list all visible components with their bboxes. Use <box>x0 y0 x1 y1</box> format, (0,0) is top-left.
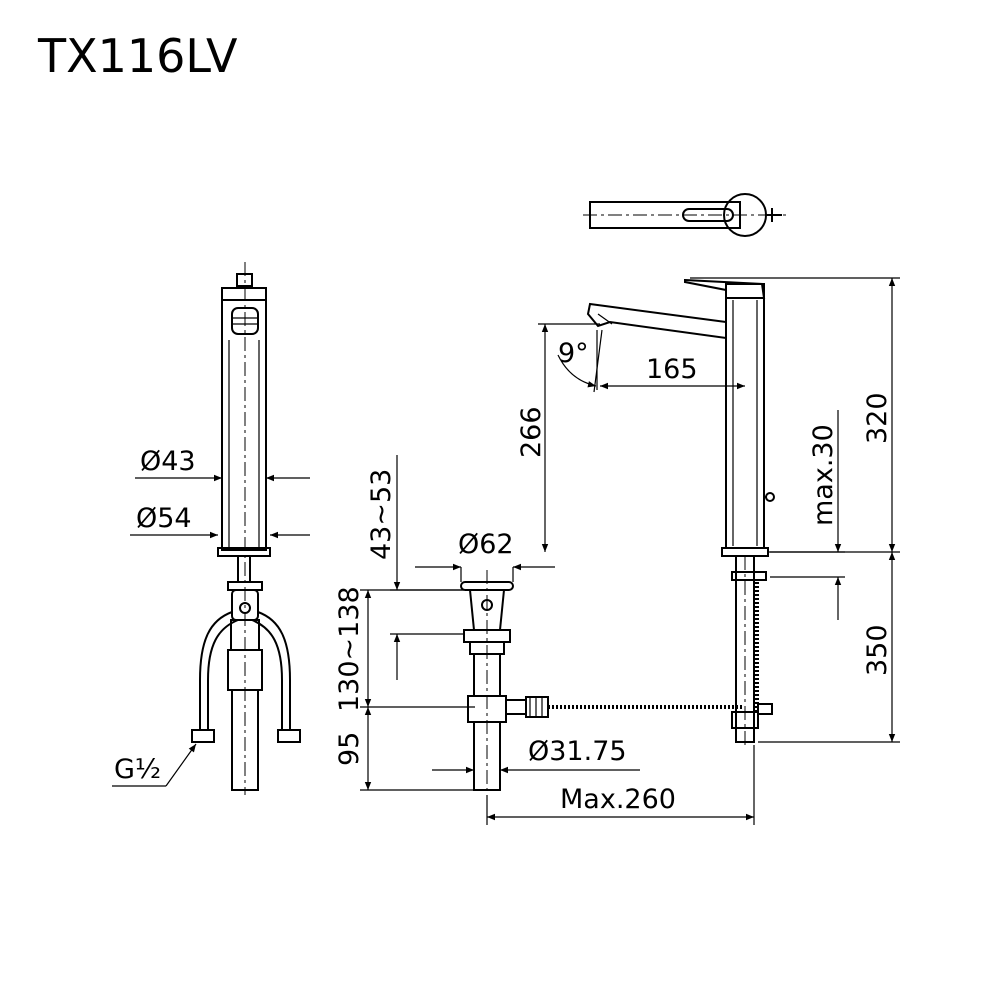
dimension-range-43-53: 43~53 <box>366 455 464 680</box>
label-d62: Ø62 <box>458 529 514 560</box>
front-view <box>191 262 301 795</box>
label-d43: Ø43 <box>140 446 196 477</box>
label-w165: 165 <box>646 354 698 385</box>
label-h95: 95 <box>334 732 365 766</box>
label-thread: G½ <box>114 754 161 785</box>
drain-assembly <box>460 570 549 800</box>
dimension-d43: Ø43 <box>135 446 310 482</box>
dimension-h320: 320 <box>690 277 900 553</box>
label-d54: Ø54 <box>136 503 192 534</box>
label-h266: 266 <box>516 406 547 458</box>
dimension-d62: Ø62 <box>415 529 555 582</box>
dimension-d31-75: Ø31.75 <box>432 736 640 774</box>
label-max30: max.30 <box>808 424 839 526</box>
dimension-angle9: 9° <box>557 329 603 393</box>
label-d31-75: Ø31.75 <box>528 736 627 767</box>
dimension-w165: 165 <box>600 354 745 390</box>
label-h320: 320 <box>862 392 893 444</box>
model-title: TX116LV <box>37 29 238 83</box>
dimension-d54: Ø54 <box>130 503 310 539</box>
label-range-43-53: 43~53 <box>366 469 397 560</box>
dimension-range-130-138: 130~138 <box>334 586 475 712</box>
label-max260: Max.260 <box>560 784 676 815</box>
side-view <box>460 193 786 800</box>
label-range-130-138: 130~138 <box>334 586 365 712</box>
dimension-max260: Max.260 <box>486 745 755 825</box>
dimension-h95: 95 <box>334 707 474 791</box>
dimension-h266: 266 <box>516 323 600 552</box>
top-plan-view <box>583 193 786 237</box>
dimension-thread: G½ <box>112 743 197 787</box>
label-h350: 350 <box>862 624 893 676</box>
label-angle9: 9° <box>558 338 589 369</box>
dimension-h350: 350 <box>758 552 900 743</box>
dimension-max30: max.30 <box>770 410 845 620</box>
